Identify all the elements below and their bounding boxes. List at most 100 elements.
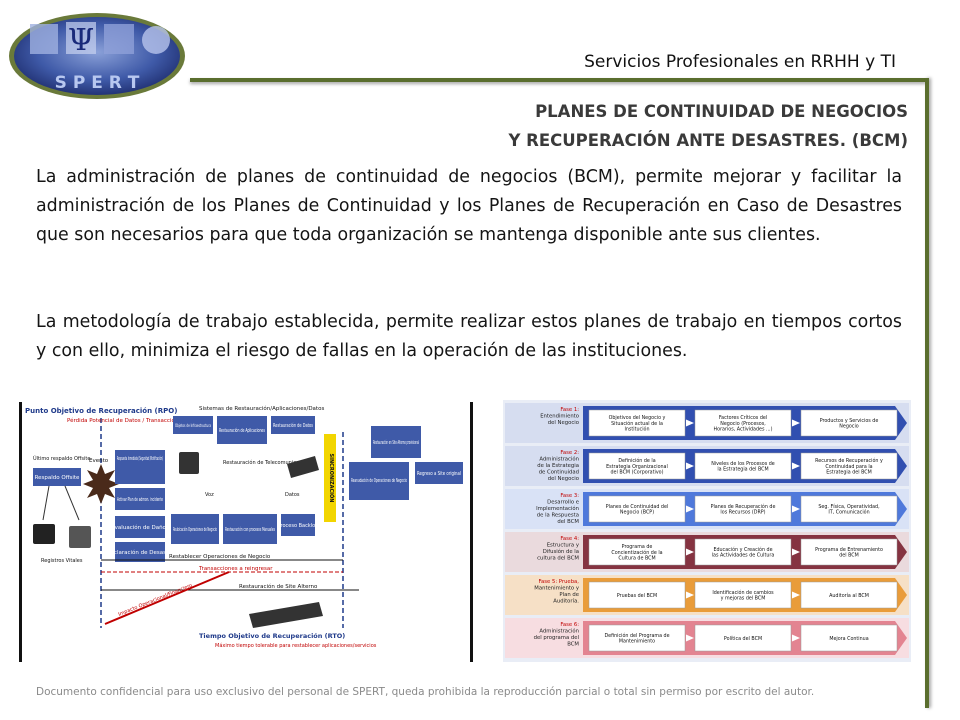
phase-label: Estructura y	[547, 543, 579, 549]
phone-icon	[179, 452, 199, 474]
title-line-2: Y RECUPERACIÓN ANTE DESASTRES. (BCM)	[508, 131, 908, 150]
phase-item-text: y mejoras del BCM	[721, 596, 766, 602]
backlog-box: Proceso Backlog	[278, 523, 319, 529]
phase-item-text: Estrategia del BCM	[826, 469, 872, 475]
relocation-box: Reubicación Operaciones de Negocio	[173, 526, 217, 533]
disk-icon	[69, 526, 91, 548]
alt-site-box: Restauración en Site Alterno provisional	[373, 439, 419, 446]
telecom-restore-label: Restauración de Telecomunicaciones	[223, 459, 315, 466]
phase-label: de la Respuesta	[537, 513, 579, 519]
phase-connector-arrow	[792, 462, 800, 470]
transactions-label: Transacciones a reingresar	[198, 566, 273, 572]
phase-item-text: Planes de Recuperación de	[711, 503, 776, 510]
phase-label: del programa del	[534, 635, 579, 641]
phase-item-text: Planes de Continuidad del	[606, 504, 669, 510]
phase-item-box	[800, 452, 898, 480]
phase-item-text: Continuidad para la	[825, 464, 872, 470]
phase-item-text: Seg. Física, Operatividad,	[818, 503, 880, 510]
phase-label: Auditoría.	[553, 598, 579, 605]
svg-text:S P E R T: S P E R T	[55, 73, 140, 93]
phase-item-text: Negocio	[839, 424, 858, 430]
disaster-decl-box: Declaración de Desastre	[106, 549, 174, 556]
rto-title: Tiempo Objetivo de Recuperación (RTO)	[199, 632, 345, 640]
phase-item-box	[588, 452, 686, 480]
vital-records-label: Registros Vitales	[41, 558, 83, 564]
phase-item-box	[800, 624, 898, 652]
systems-title: Sistemas de Restauración/Aplicaciones/Da…	[199, 405, 324, 412]
building-icon	[249, 602, 323, 628]
damage-eval-box: Evaluación de Daños	[111, 524, 169, 531]
phase-label: Fase 1:	[560, 407, 579, 413]
immediate-response-box: Respuesta Inmediata (Seguridad /Notifica…	[117, 455, 163, 462]
svg-text:Ψ: Ψ	[68, 23, 94, 58]
manual-restore-box: Restauración con procesos Manuales	[225, 526, 275, 533]
phase-label: cultura del BCM	[537, 556, 579, 562]
page-title: PLANES DE CONTINUIDAD DE NEGOCIOS Y RECU…	[508, 97, 908, 155]
phase-label: de Continuidad	[539, 470, 579, 476]
spert-logo: Ψ S P E R T	[9, 13, 185, 99]
footer-disclaimer: Documento confidencial para uso exclusiv…	[36, 686, 815, 698]
header-rule	[190, 78, 926, 82]
phase-item-text: los Recursos (DRP)	[720, 510, 765, 516]
last-backup-label: Último respaldo Offsite	[33, 455, 90, 462]
phase-item-text: Estrategia Organizacional	[606, 464, 668, 470]
phase-item-box	[694, 581, 792, 609]
phase-label: del Negocio	[548, 476, 579, 482]
resume-ops-box: Reanudación de Operaciones de Negocio	[351, 477, 407, 484]
phase-item-text: Horarios, Actividades ...)	[714, 426, 773, 432]
phase-item-box	[800, 409, 898, 437]
phase-label: Fase 6:	[560, 622, 579, 628]
alt-site-restore-label: Restauración de Site Alterno	[239, 583, 318, 590]
paragraph-methodology: La metodología de trabajo establecida, p…	[36, 312, 902, 361]
phase-item-text: del BCM (Corporativo)	[611, 469, 664, 475]
phase-item-text: Factores Críticos del	[719, 414, 767, 421]
event-label: Evento	[89, 458, 109, 464]
phase-item-box	[694, 538, 792, 566]
phase-connector-arrow	[686, 634, 694, 642]
phase-item-box	[588, 538, 686, 566]
phase-label: Mantenimiento y	[534, 586, 579, 592]
rto-sub: Máximo tiempo tolerable para restablecer…	[215, 642, 377, 649]
phase-label: del Negocio	[548, 420, 579, 426]
restore-business-label: Restablecer Operaciones de Negocio	[169, 554, 271, 560]
return-site-box: Regreso a Site original	[417, 471, 461, 477]
phase-item-text: Mejora Continua	[829, 636, 868, 642]
phase-label: Difusión de la	[543, 548, 579, 555]
phase-item-text: Objetivos del Negocio y	[609, 415, 666, 421]
infra-objects-box: Objetos de Infraestructura	[175, 423, 211, 429]
title-line-1: PLANES DE CONTINUIDAD DE NEGOCIOS	[535, 102, 908, 121]
phase-item-text: Mantenimiento	[619, 639, 655, 645]
phase-label: Administración	[539, 456, 579, 463]
phase-label: Plan de	[559, 592, 579, 598]
phase-item-text: Productos y Servicios de	[820, 418, 879, 424]
phase-item-text: las Actividades de Cultura	[712, 553, 775, 559]
app-restore-box: Restauración de Aplicaciones	[219, 427, 265, 434]
phase-label: Administración	[539, 628, 579, 635]
phase-item-box	[694, 624, 792, 652]
laptop-icon	[287, 456, 319, 478]
phase-connector-arrow	[792, 591, 800, 599]
phase-connector-arrow	[686, 419, 694, 427]
phase-label: BCM	[567, 642, 579, 648]
phase-item-text: Política del BCM	[724, 635, 762, 642]
tape-icon	[33, 524, 55, 544]
phase-item-box	[588, 409, 686, 437]
phase-item-text: del BCM	[839, 553, 859, 559]
activate-plan-box: Activar Plan de admon. incidente	[117, 497, 163, 503]
phase-item-text: Institución	[624, 425, 649, 432]
phase-item-box	[694, 452, 792, 480]
phase-item-text: Negocio (Procesos,	[720, 421, 766, 427]
datos-label: Datos	[285, 492, 300, 498]
phase-item-text: Pruebas del BCM	[617, 593, 657, 599]
phase-connector-arrow	[686, 505, 694, 513]
phase-connector-arrow	[792, 419, 800, 427]
phase-item-text: Programa de	[622, 544, 653, 550]
phase-connector-arrow	[686, 591, 694, 599]
phase-label: Fase 3:	[560, 493, 579, 499]
phase-label: del BCM	[557, 519, 579, 525]
data-restore-box: Restauración de Datos	[273, 422, 313, 429]
phase-item-box	[588, 624, 686, 652]
phase-label: Implementación	[536, 505, 579, 512]
phase-item-text: Concientización de la	[611, 549, 662, 556]
